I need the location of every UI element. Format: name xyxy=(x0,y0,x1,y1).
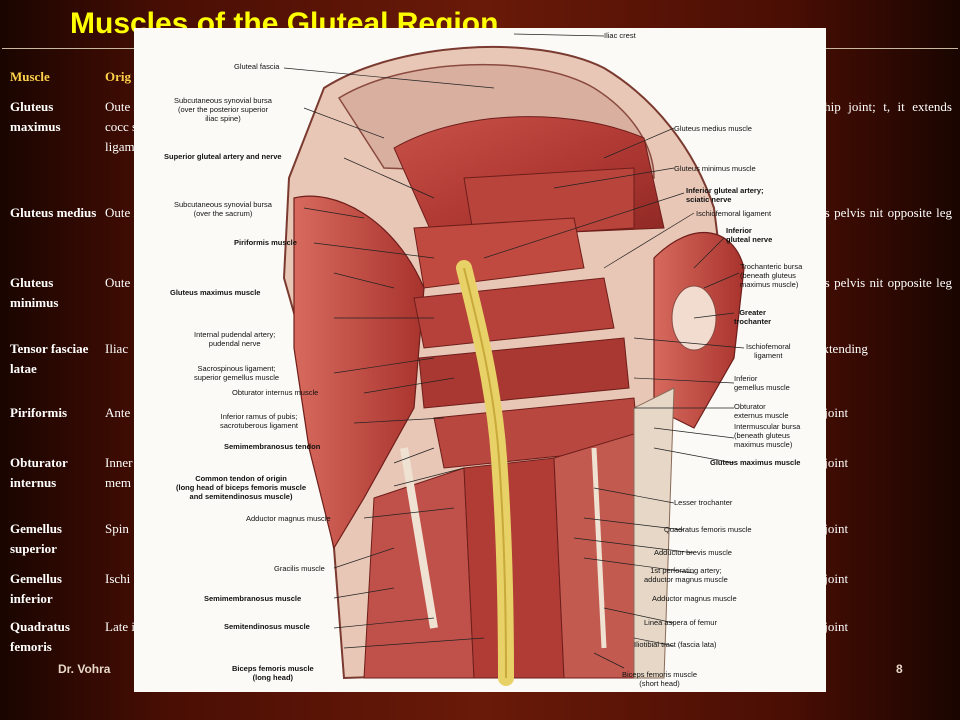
label-common-tendon: Common tendon of origin (long head of bi… xyxy=(176,474,307,501)
label-iliac-crest: Iliac crest xyxy=(604,31,636,40)
label-inf-gluteal-sciatic: Inferior gluteal artery; sciatic nerve xyxy=(686,186,764,204)
header-muscle: Muscle xyxy=(10,69,50,84)
label-internal-pudendal: Internal pudendal artery; pudendal nerve xyxy=(194,330,276,348)
label-adductor-magnus-1: Adductor magnus muscle xyxy=(246,514,331,523)
label-obturator-externus: Obturator externus muscle xyxy=(734,402,789,420)
label-iliotibial: Iliotibial tract (fascia lata) xyxy=(634,640,717,649)
label-semitendinosus: Semitendinosus muscle xyxy=(224,622,310,631)
label-gluteus-medius: Gluteus medius muscle xyxy=(674,124,752,133)
label-biceps-short: Biceps femoris muscle (short head) xyxy=(622,670,698,688)
label-lesser-trochanter: Lesser trochanter xyxy=(674,498,733,507)
page-number: 8 xyxy=(896,662,903,676)
label-intermuscular-bursa: Intermuscular bursa (beneath gluteus max… xyxy=(734,422,801,449)
muscle-name: Gemellus superior xyxy=(10,521,62,556)
muscle-origin: Iliac xyxy=(105,341,129,356)
label-inf-gemellus: Inferior gemellus muscle xyxy=(734,374,790,392)
label-ischiofemoral-1: Ischiofemoral ligament xyxy=(696,209,772,218)
muscle-origin: Spin xyxy=(105,521,129,536)
label-biceps-long: Biceps femoris muscle (long head) xyxy=(232,664,314,682)
slide-author: Dr. Vohra xyxy=(58,662,111,676)
label-inf-ramus: Inferior ramus of pubis; sacrotuberous l… xyxy=(220,412,298,430)
label-semimembranosus-tendon: Semimembranosus tendon xyxy=(224,442,321,451)
label-ischiofemoral-2: Ischiofemoral ligament xyxy=(746,342,791,360)
label-sacrospinous: Sacrospinous ligament; superior gemellus… xyxy=(194,364,280,382)
label-trochanteric-bursa: Trochanteric bursa (beneath gluteus maxi… xyxy=(740,262,803,289)
muscle-name: Tensor fasciae latae xyxy=(10,341,89,376)
label-gluteus-maximus-1: Gluteus maximus muscle xyxy=(170,288,261,297)
label-piriformis: Piriformis muscle xyxy=(234,238,297,247)
label-obturator-internus: Obturator internus muscle xyxy=(232,388,319,397)
muscle-name: Gluteus medius xyxy=(10,205,97,220)
label-gluteal-fascia: Gluteal fascia xyxy=(234,62,280,71)
anatomy-drawing xyxy=(282,33,745,686)
label-linea-aspera: Linea aspera of femur xyxy=(644,618,717,627)
muscle-name: Gemellus inferior xyxy=(10,571,62,606)
label-gluteus-maximus-2: Gluteus maximus muscle xyxy=(710,458,801,467)
label-gluteus-minimus: Gluteus minimus muscle xyxy=(674,164,756,173)
muscle-name: Gluteus maximus xyxy=(10,99,61,134)
muscle-name: Gluteus minimus xyxy=(10,275,59,310)
label-adductor-brevis: Adductor brevis muscle xyxy=(654,548,732,557)
label-sup-gluteal: Superior gluteal artery and nerve xyxy=(164,152,282,161)
label-semimembranosus: Semimembranosus muscle xyxy=(204,594,302,603)
header-origin: Orig xyxy=(105,69,131,84)
label-quadratus-femoris: Quadratus femoris muscle xyxy=(664,525,752,534)
label-greater-trochanter: Greater trochanter xyxy=(734,308,772,326)
muscle-name: Piriformis xyxy=(10,405,68,420)
muscle-origin: Ischi xyxy=(105,571,131,586)
label-inf-gluteal-nerve: Inferior gluteal nerve xyxy=(726,226,773,244)
label-subcut-bursa-sacrum: Subcutaneous synovial bursa (over the sa… xyxy=(174,200,272,218)
gluteal-anatomy-illustration: Iliac crest Gluteal fascia Subcutaneous … xyxy=(134,28,826,692)
muscle-name: Obturator internus xyxy=(10,455,68,490)
label-perforating-artery: 1st perforating artery; adductor magnus … xyxy=(644,566,728,584)
muscle-name: Quadratus femoris xyxy=(10,619,70,654)
label-gracilis: Gracilis muscle xyxy=(274,564,325,573)
label-subcut-bursa-post: Subcutaneous synovial bursa (over the po… xyxy=(174,96,272,123)
label-adductor-magnus-2: Adductor magnus muscle xyxy=(652,594,737,603)
